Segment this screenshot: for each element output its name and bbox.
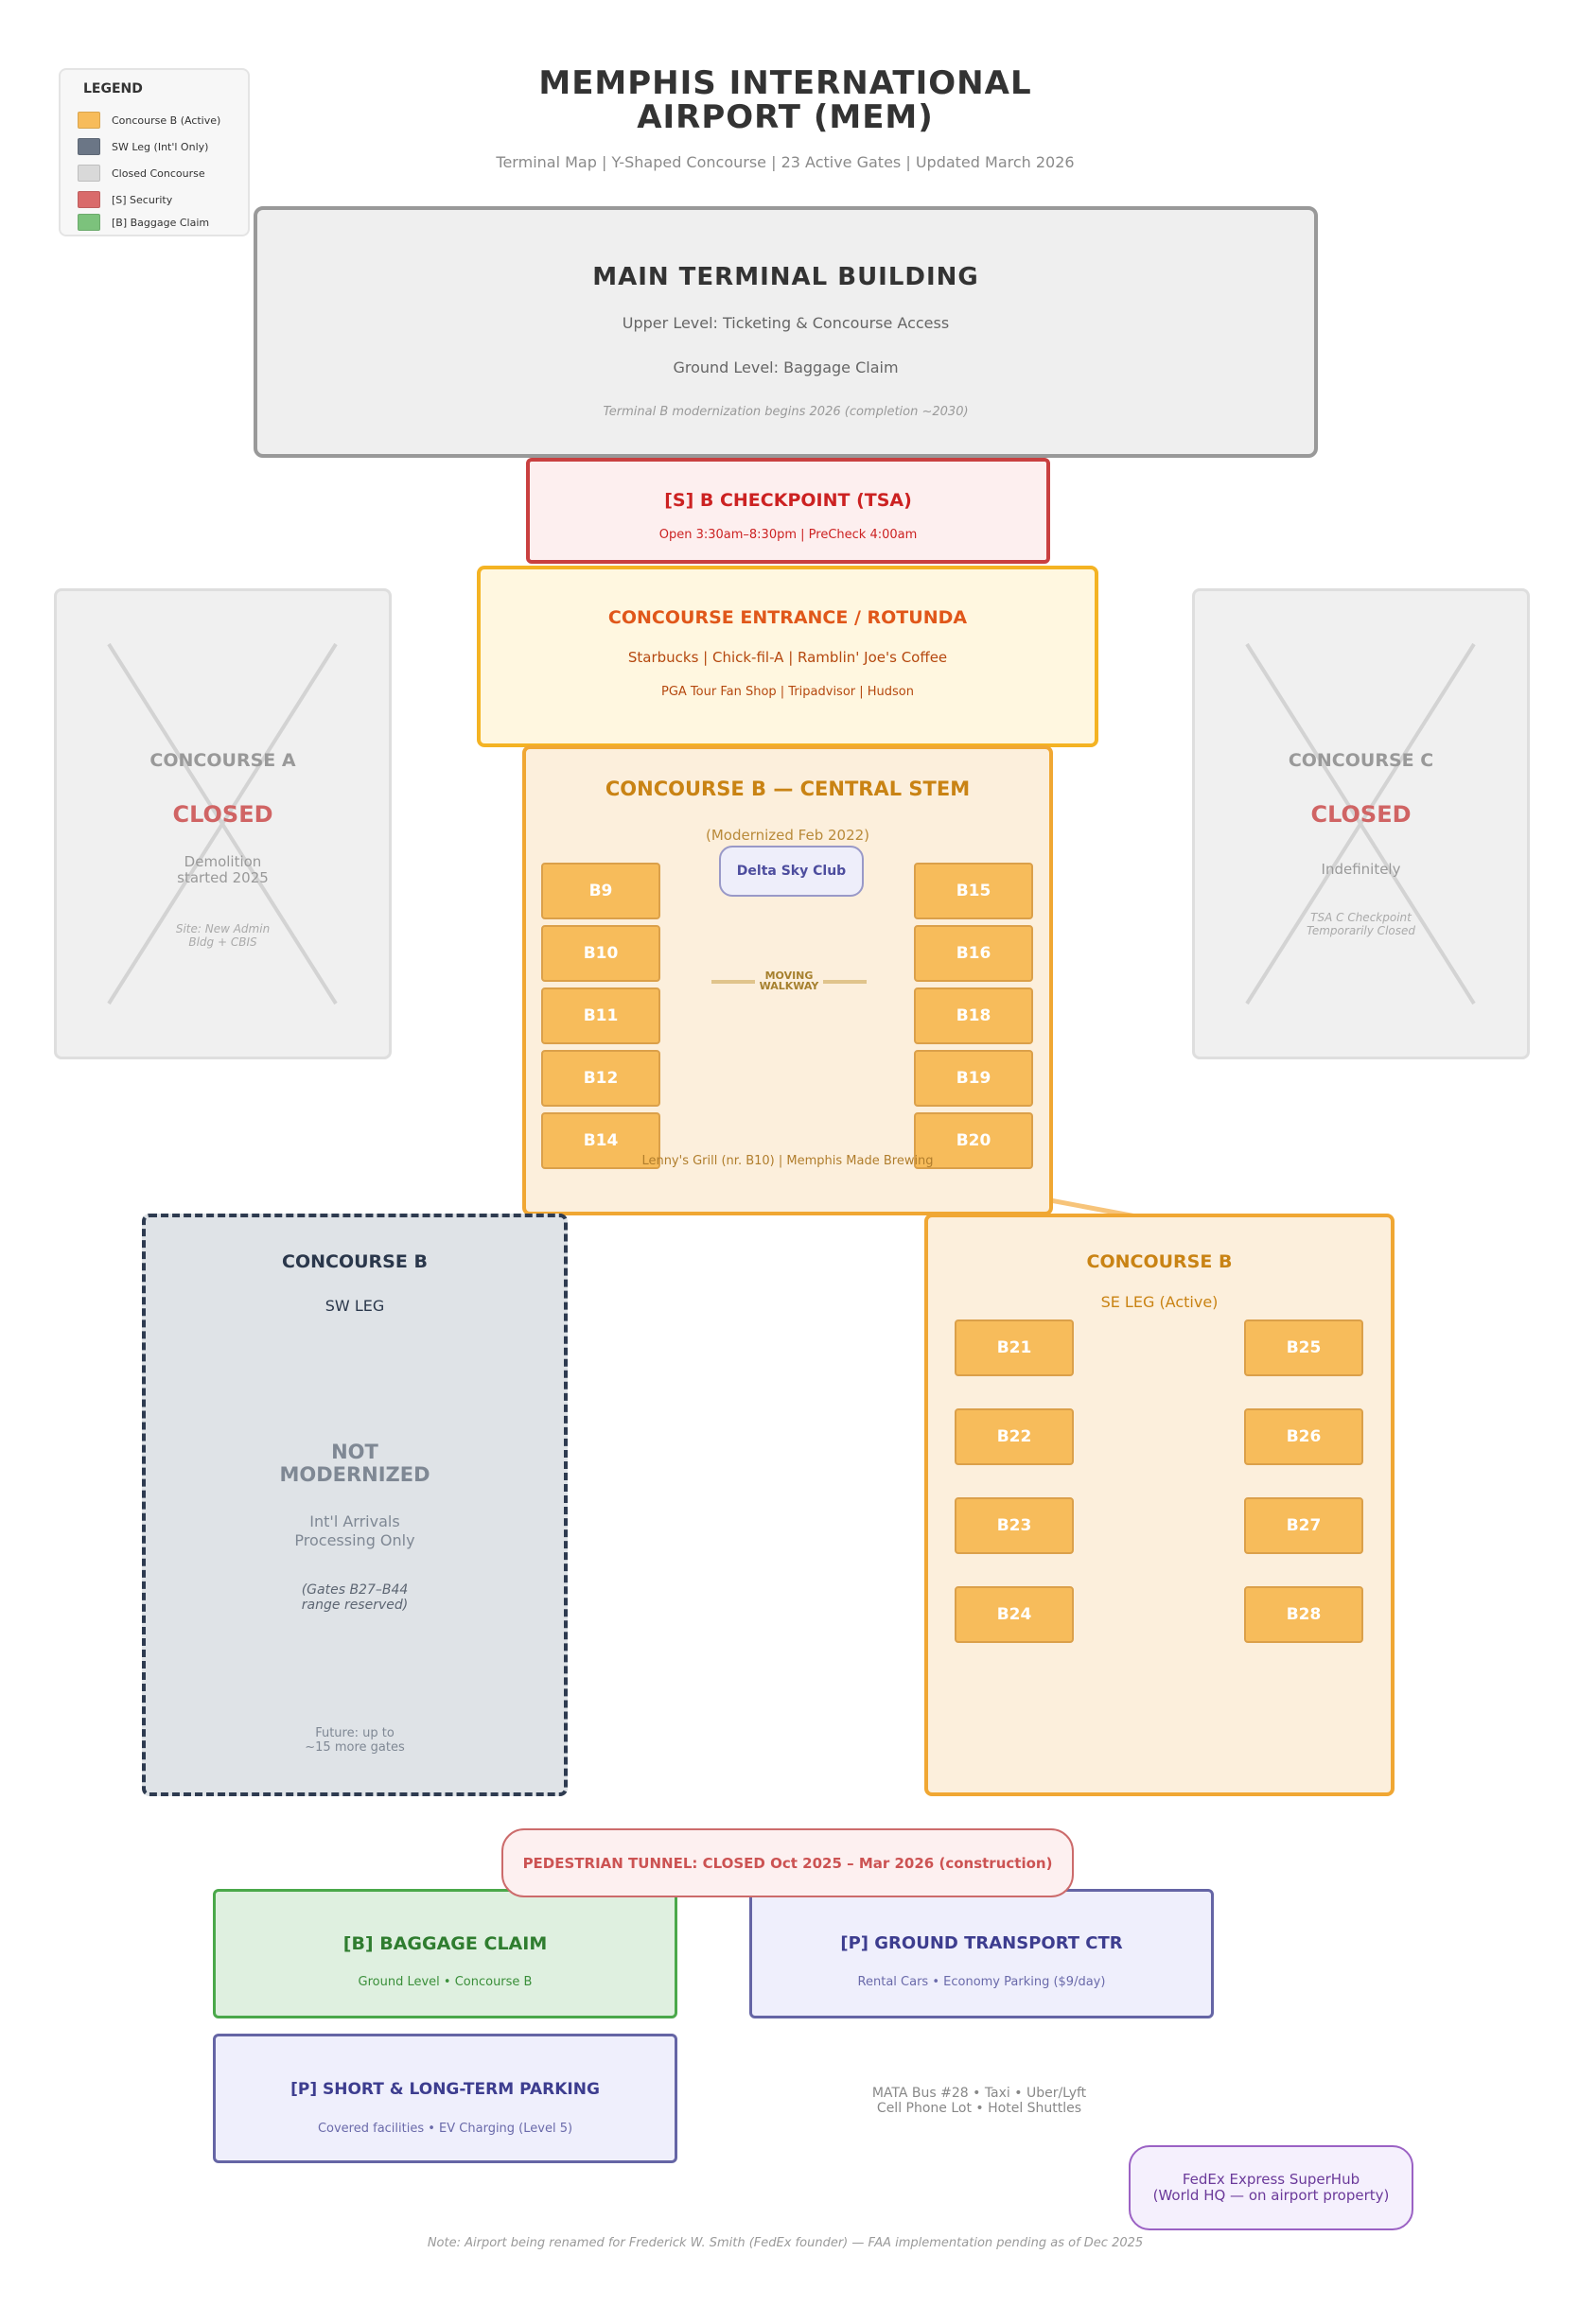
footnote: Note: Airport being renamed for Frederic… <box>427 2236 1144 2250</box>
gate-b15[interactable]: B15 <box>914 863 1033 919</box>
gate-b21[interactable]: B21 <box>955 1319 1074 1376</box>
stem-dining: Lenny's Grill (nr. B10) | Memphis Made B… <box>641 1154 934 1168</box>
concourse-c-name: CONCOURSE C <box>1288 750 1434 771</box>
transit-options: MATA Bus #28 • Taxi • Uber/Lyft Cell Pho… <box>871 2086 1087 2116</box>
stem-subtitle: (Modernized Feb 2022) <box>705 827 870 844</box>
closed-cross-mark <box>1245 642 1476 1005</box>
concourse-a[interactable]: CONCOURSE A CLOSED Demolition started 20… <box>54 588 392 1059</box>
concourse-b-sw-leg[interactable]: CONCOURSE B SW LEG NOT MODERNIZED Int'l … <box>142 1214 568 1796</box>
gate-b25[interactable]: B25 <box>1244 1319 1363 1376</box>
concourse-a-note: Site: New Admin Bldg + CBIS <box>175 922 271 949</box>
pedestrian-tunnel-notice[interactable]: PEDESTRIAN TUNNEL: CLOSED Oct 2025 – Mar… <box>501 1828 1074 1897</box>
sw-leg-reserved: (Gates B27–B44 range reserved) <box>301 1582 409 1613</box>
concourse-rotunda[interactable]: CONCOURSE ENTRANCE / ROTUNDA Starbucks |… <box>477 566 1098 747</box>
ground-transport-sub: Rental Cars • Economy Parking ($9/day) <box>857 1975 1106 1989</box>
stem-title: CONCOURSE B — CENTRAL STEM <box>605 778 971 800</box>
closed-cross-mark <box>107 642 338 1005</box>
legend-item: SW Leg (Int'l Only) <box>78 138 208 155</box>
gate-b10[interactable]: B10 <box>541 925 660 982</box>
delta-sky-club[interactable]: Delta Sky Club <box>719 846 864 897</box>
ground-transport-center[interactable]: [P] GROUND TRANSPORT CTR Rental Cars • E… <box>749 1889 1214 2018</box>
legend-item: [B] Baggage Claim <box>78 214 209 231</box>
gate-b24[interactable]: B24 <box>955 1586 1074 1643</box>
main-terminal-title: MAIN TERMINAL BUILDING <box>592 263 979 291</box>
short-long-term-parking[interactable]: [P] SHORT & LONG-TERM PARKING Covered fa… <box>213 2034 677 2163</box>
concourse-b-central-stem[interactable]: CONCOURSE B — CENTRAL STEM (Modernized F… <box>522 745 1053 1215</box>
baggage-claim-sub: Ground Level • Concourse B <box>358 1975 533 1989</box>
gate-b9[interactable]: B9 <box>541 863 660 919</box>
legend-swatch <box>78 214 100 231</box>
legend-swatch <box>78 112 100 129</box>
se-leg-title: CONCOURSE B <box>1086 1251 1233 1272</box>
parking-sub: Covered facilities • EV Charging (Level … <box>317 2122 573 2136</box>
b-checkpoint[interactable]: [S] B CHECKPOINT (TSA) Open 3:30am–8:30p… <box>526 458 1050 564</box>
legend-item: [S] Security <box>78 191 172 208</box>
upper-level-label: Upper Level: Ticketing & Concourse Acces… <box>622 314 950 332</box>
baggage-claim[interactable]: [B] BAGGAGE CLAIM Ground Level • Concour… <box>213 1889 677 2018</box>
concourse-c-status: CLOSED <box>1310 801 1412 828</box>
main-terminal-building[interactable]: MAIN TERMINAL BUILDING Upper Level: Tick… <box>254 206 1318 458</box>
gate-b27[interactable]: B27 <box>1244 1497 1363 1554</box>
gate-b11[interactable]: B11 <box>541 987 660 1044</box>
ground-level-label: Ground Level: Baggage Claim <box>673 358 899 376</box>
rotunda-shops: PGA Tour Fan Shop | Tripadvisor | Hudson <box>660 685 914 699</box>
sw-leg-status: NOT MODERNIZED <box>279 1441 430 1486</box>
gate-b12[interactable]: B12 <box>541 1050 660 1107</box>
se-leg-subtitle: SE LEG (Active) <box>1100 1293 1219 1311</box>
legend: LEGEND Concourse B (Active) SW Leg (Int'… <box>59 68 250 236</box>
concourse-b-se-leg[interactable]: CONCOURSE B SE LEG (Active) B21 B22 B23 … <box>924 1214 1395 1796</box>
modernization-note: Terminal B modernization begins 2026 (co… <box>603 405 969 419</box>
gate-b23[interactable]: B23 <box>955 1497 1074 1554</box>
legend-item: Concourse B (Active) <box>78 112 220 129</box>
sw-leg-subtitle: SW LEG <box>325 1297 385 1315</box>
legend-swatch <box>78 165 100 182</box>
fedex-superhub[interactable]: FedEx Express SuperHub (World HQ — on ai… <box>1129 2145 1413 2230</box>
baggage-claim-title: [B] BAGGAGE CLAIM <box>342 1933 548 1954</box>
gate-b28[interactable]: B28 <box>1244 1586 1363 1643</box>
gate-b19[interactable]: B19 <box>914 1050 1033 1107</box>
rotunda-title: CONCOURSE ENTRANCE / ROTUNDA <box>607 607 968 628</box>
checkpoint-title: [S] B CHECKPOINT (TSA) <box>664 490 912 511</box>
sw-leg-use: Int'l Arrivals Processing Only <box>294 1512 415 1549</box>
rotunda-dining: Starbucks | Chick-fil-A | Ramblin' Joe's… <box>627 649 948 666</box>
gate-b16[interactable]: B16 <box>914 925 1033 982</box>
concourse-c-detail: Indefinitely <box>1321 861 1401 878</box>
gate-b20[interactable]: B20 <box>914 1112 1033 1169</box>
gate-b18[interactable]: B18 <box>914 987 1033 1044</box>
legend-title: LEGEND <box>83 81 143 96</box>
sw-leg-title: CONCOURSE B <box>282 1251 428 1272</box>
moving-walkway-label: MOVING WALKWAY <box>755 970 823 991</box>
legend-swatch <box>78 138 100 155</box>
ground-transport-title: [P] GROUND TRANSPORT CTR <box>840 1933 1123 1953</box>
concourse-c[interactable]: CONCOURSE C CLOSED Indefinitely TSA C Ch… <box>1192 588 1530 1059</box>
legend-swatch <box>78 191 100 208</box>
gate-b26[interactable]: B26 <box>1244 1408 1363 1465</box>
parking-title: [P] SHORT & LONG-TERM PARKING <box>290 2080 600 2099</box>
concourse-a-detail: Demolition started 2025 <box>177 853 269 886</box>
page-subtitle: Terminal Map | Y-Shaped Concourse | 23 A… <box>496 153 1075 171</box>
gate-b14[interactable]: B14 <box>541 1112 660 1169</box>
checkpoint-hours: Open 3:30am–8:30pm | PreCheck 4:00am <box>658 528 918 542</box>
page-title: MEMPHIS INTERNATIONAL AIRPORT (MEM) <box>538 64 1032 136</box>
sw-leg-future: Future: up to ~15 more gates <box>305 1726 405 1755</box>
gate-b22[interactable]: B22 <box>955 1408 1074 1465</box>
concourse-c-note: TSA C Checkpoint Temporarily Closed <box>1307 911 1415 937</box>
concourse-a-name: CONCOURSE A <box>149 750 296 771</box>
legend-item: Closed Concourse <box>78 165 205 182</box>
concourse-a-status: CLOSED <box>172 801 273 828</box>
